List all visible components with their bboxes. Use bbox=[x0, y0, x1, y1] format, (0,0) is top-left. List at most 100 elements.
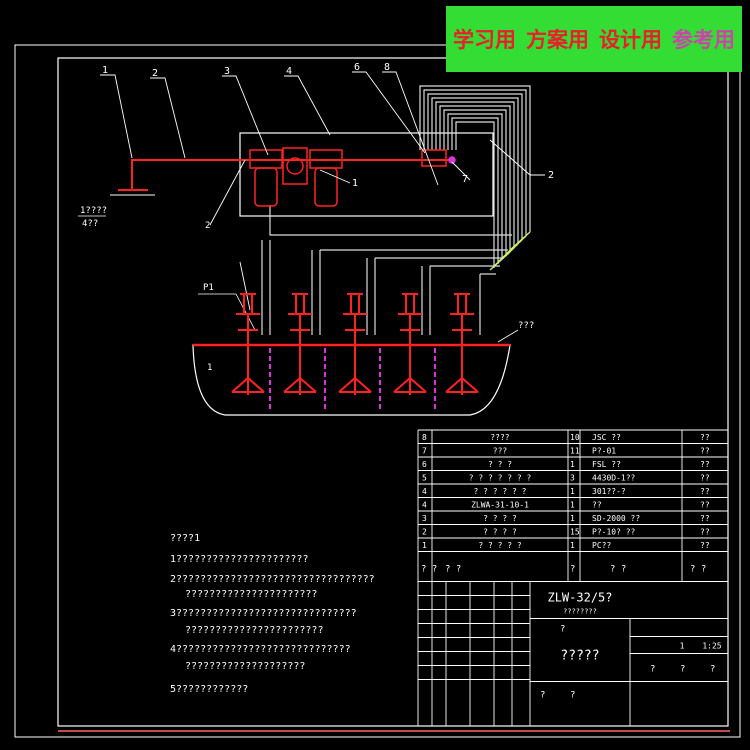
bom-no: 6 bbox=[422, 460, 427, 469]
base-tag-right: ??? bbox=[518, 321, 534, 331]
bom-no: 4 bbox=[422, 501, 427, 510]
bom-header: ? ?? ??? ?? ? bbox=[421, 565, 706, 575]
bom-spec: P?-01 bbox=[592, 447, 616, 456]
callout-7: 7 bbox=[462, 174, 468, 185]
base-tag-left: 1 bbox=[207, 363, 212, 373]
bom-note: ?? bbox=[700, 514, 710, 523]
left-tag-2: 2 bbox=[205, 221, 210, 231]
title-cell: ? bbox=[680, 665, 685, 675]
pipe-bends bbox=[489, 231, 531, 271]
notes-line-1: 1?????????????????????? bbox=[170, 554, 308, 565]
notes-line-4: 3?????????????????????????????? bbox=[170, 608, 357, 619]
bom-note: ?? bbox=[700, 501, 710, 510]
bom-spec: FSL ?? bbox=[592, 460, 621, 469]
bom-name: ? ? ? ? bbox=[483, 528, 517, 537]
callout-6: 6 bbox=[354, 62, 360, 73]
main-air-pipe bbox=[131, 159, 450, 190]
filter-units bbox=[249, 147, 343, 207]
aerator-unit bbox=[338, 293, 372, 395]
bom-qty: 1 bbox=[570, 460, 575, 469]
callout-1b: 1 bbox=[352, 178, 358, 189]
title-block: ZLW-32/5??????????????1:251?????? bbox=[417, 581, 729, 727]
bom-note: ?? bbox=[700, 541, 710, 550]
technical-notes: ????1 1?????????????????????? 2?????????… bbox=[170, 533, 375, 695]
bom-no: 4 bbox=[422, 487, 427, 496]
title-text: ZLW-32/5??????????????1:251?????? bbox=[540, 591, 722, 701]
bom-name: ???? bbox=[490, 433, 509, 442]
drawing-number: ZLW-32/5? bbox=[547, 591, 612, 605]
bom-name: ? ? ? ? ? bbox=[478, 541, 522, 550]
outer-frame bbox=[14, 44, 741, 738]
tank-vessel bbox=[192, 344, 511, 416]
callout-3: 3 bbox=[224, 66, 230, 77]
bom-qty: 1 bbox=[570, 487, 575, 496]
bom-no: 1 bbox=[422, 541, 427, 550]
aerator-unit bbox=[393, 293, 427, 395]
callout-8: 8 bbox=[384, 62, 390, 73]
base-leader bbox=[497, 329, 519, 343]
bom-qty: 1 bbox=[570, 501, 575, 510]
inlet-valve bbox=[110, 189, 155, 196]
callout-numbers: 1 2 3 4 6 8 7 2 1 bbox=[102, 62, 554, 189]
bom-spec: P?-10? ?? bbox=[592, 528, 636, 537]
notes-line-6: 4????????????????????????????? bbox=[170, 644, 351, 655]
drawing-sheets: 1 bbox=[680, 642, 685, 651]
pump-tag: P1 bbox=[203, 283, 214, 293]
bom-no: 8 bbox=[422, 433, 427, 442]
banner-scheme: 方案用 bbox=[526, 28, 589, 52]
pipe-bundle bbox=[419, 85, 531, 268]
pump-leader bbox=[235, 293, 256, 331]
bom-name: ZLWA-31-10-1 bbox=[471, 501, 529, 510]
inner-frame bbox=[57, 57, 729, 727]
title-cell: ? bbox=[650, 665, 655, 675]
left-tag-top: 1???? bbox=[80, 206, 107, 216]
notes-line-3: ?????????????????????? bbox=[185, 589, 317, 600]
left-tag-bottom: 4?? bbox=[82, 219, 98, 229]
bom-note: ?? bbox=[700, 528, 710, 537]
usage-banner: 学习用 方案用 设计用 参考用 bbox=[446, 6, 742, 72]
bom-no: 3 bbox=[422, 514, 427, 523]
distribution-box bbox=[239, 132, 494, 217]
bom-qty: 15 bbox=[570, 528, 580, 537]
title-cell: ? bbox=[710, 665, 715, 675]
aerator-unit bbox=[445, 293, 479, 395]
bom-row: 2 ? ? ? ? 15 P?-10? ???? bbox=[422, 528, 710, 537]
valve-feed-lines bbox=[261, 205, 512, 335]
bom-note: ?? bbox=[700, 460, 710, 469]
banner-reference: 参考用 bbox=[672, 28, 735, 52]
side-labels: 1???? 4?? 2 P1 1 ??? bbox=[78, 206, 534, 373]
bom-note: ?? bbox=[700, 487, 710, 496]
regulator-valve bbox=[421, 149, 456, 167]
bom-spec: SD-2000 ?? bbox=[592, 514, 640, 523]
callout-4: 4 bbox=[286, 66, 292, 77]
notes-line-7: ???????????????????? bbox=[185, 661, 305, 672]
aerator-unit bbox=[231, 293, 265, 395]
bom-no: 2 bbox=[422, 528, 427, 537]
callout-2b: 2 bbox=[548, 170, 554, 181]
title-cell: ? bbox=[570, 691, 575, 701]
bom-name: ? ? ? ? bbox=[483, 514, 517, 523]
banner-design: 设计用 bbox=[599, 28, 662, 52]
aerator-unit bbox=[283, 293, 317, 395]
bom-no: 7 bbox=[422, 447, 427, 456]
drawing-subtitle: ???????? bbox=[563, 608, 597, 616]
aerator-units bbox=[231, 293, 479, 395]
bom-header-name: ? ? bbox=[445, 565, 461, 575]
bom-spec: 301??-? bbox=[592, 487, 626, 496]
bom-note: ?? bbox=[700, 474, 710, 483]
notes-line-2: 2????????????????????????????????? bbox=[170, 574, 375, 585]
bom-qty: 3 bbox=[570, 474, 575, 483]
title-cell: ? bbox=[560, 625, 565, 635]
tank-dividers bbox=[269, 348, 436, 412]
bom-qty: 11 bbox=[570, 447, 580, 456]
banner-study: 学习用 bbox=[453, 28, 516, 52]
bom-header-qty: ? bbox=[570, 565, 575, 575]
